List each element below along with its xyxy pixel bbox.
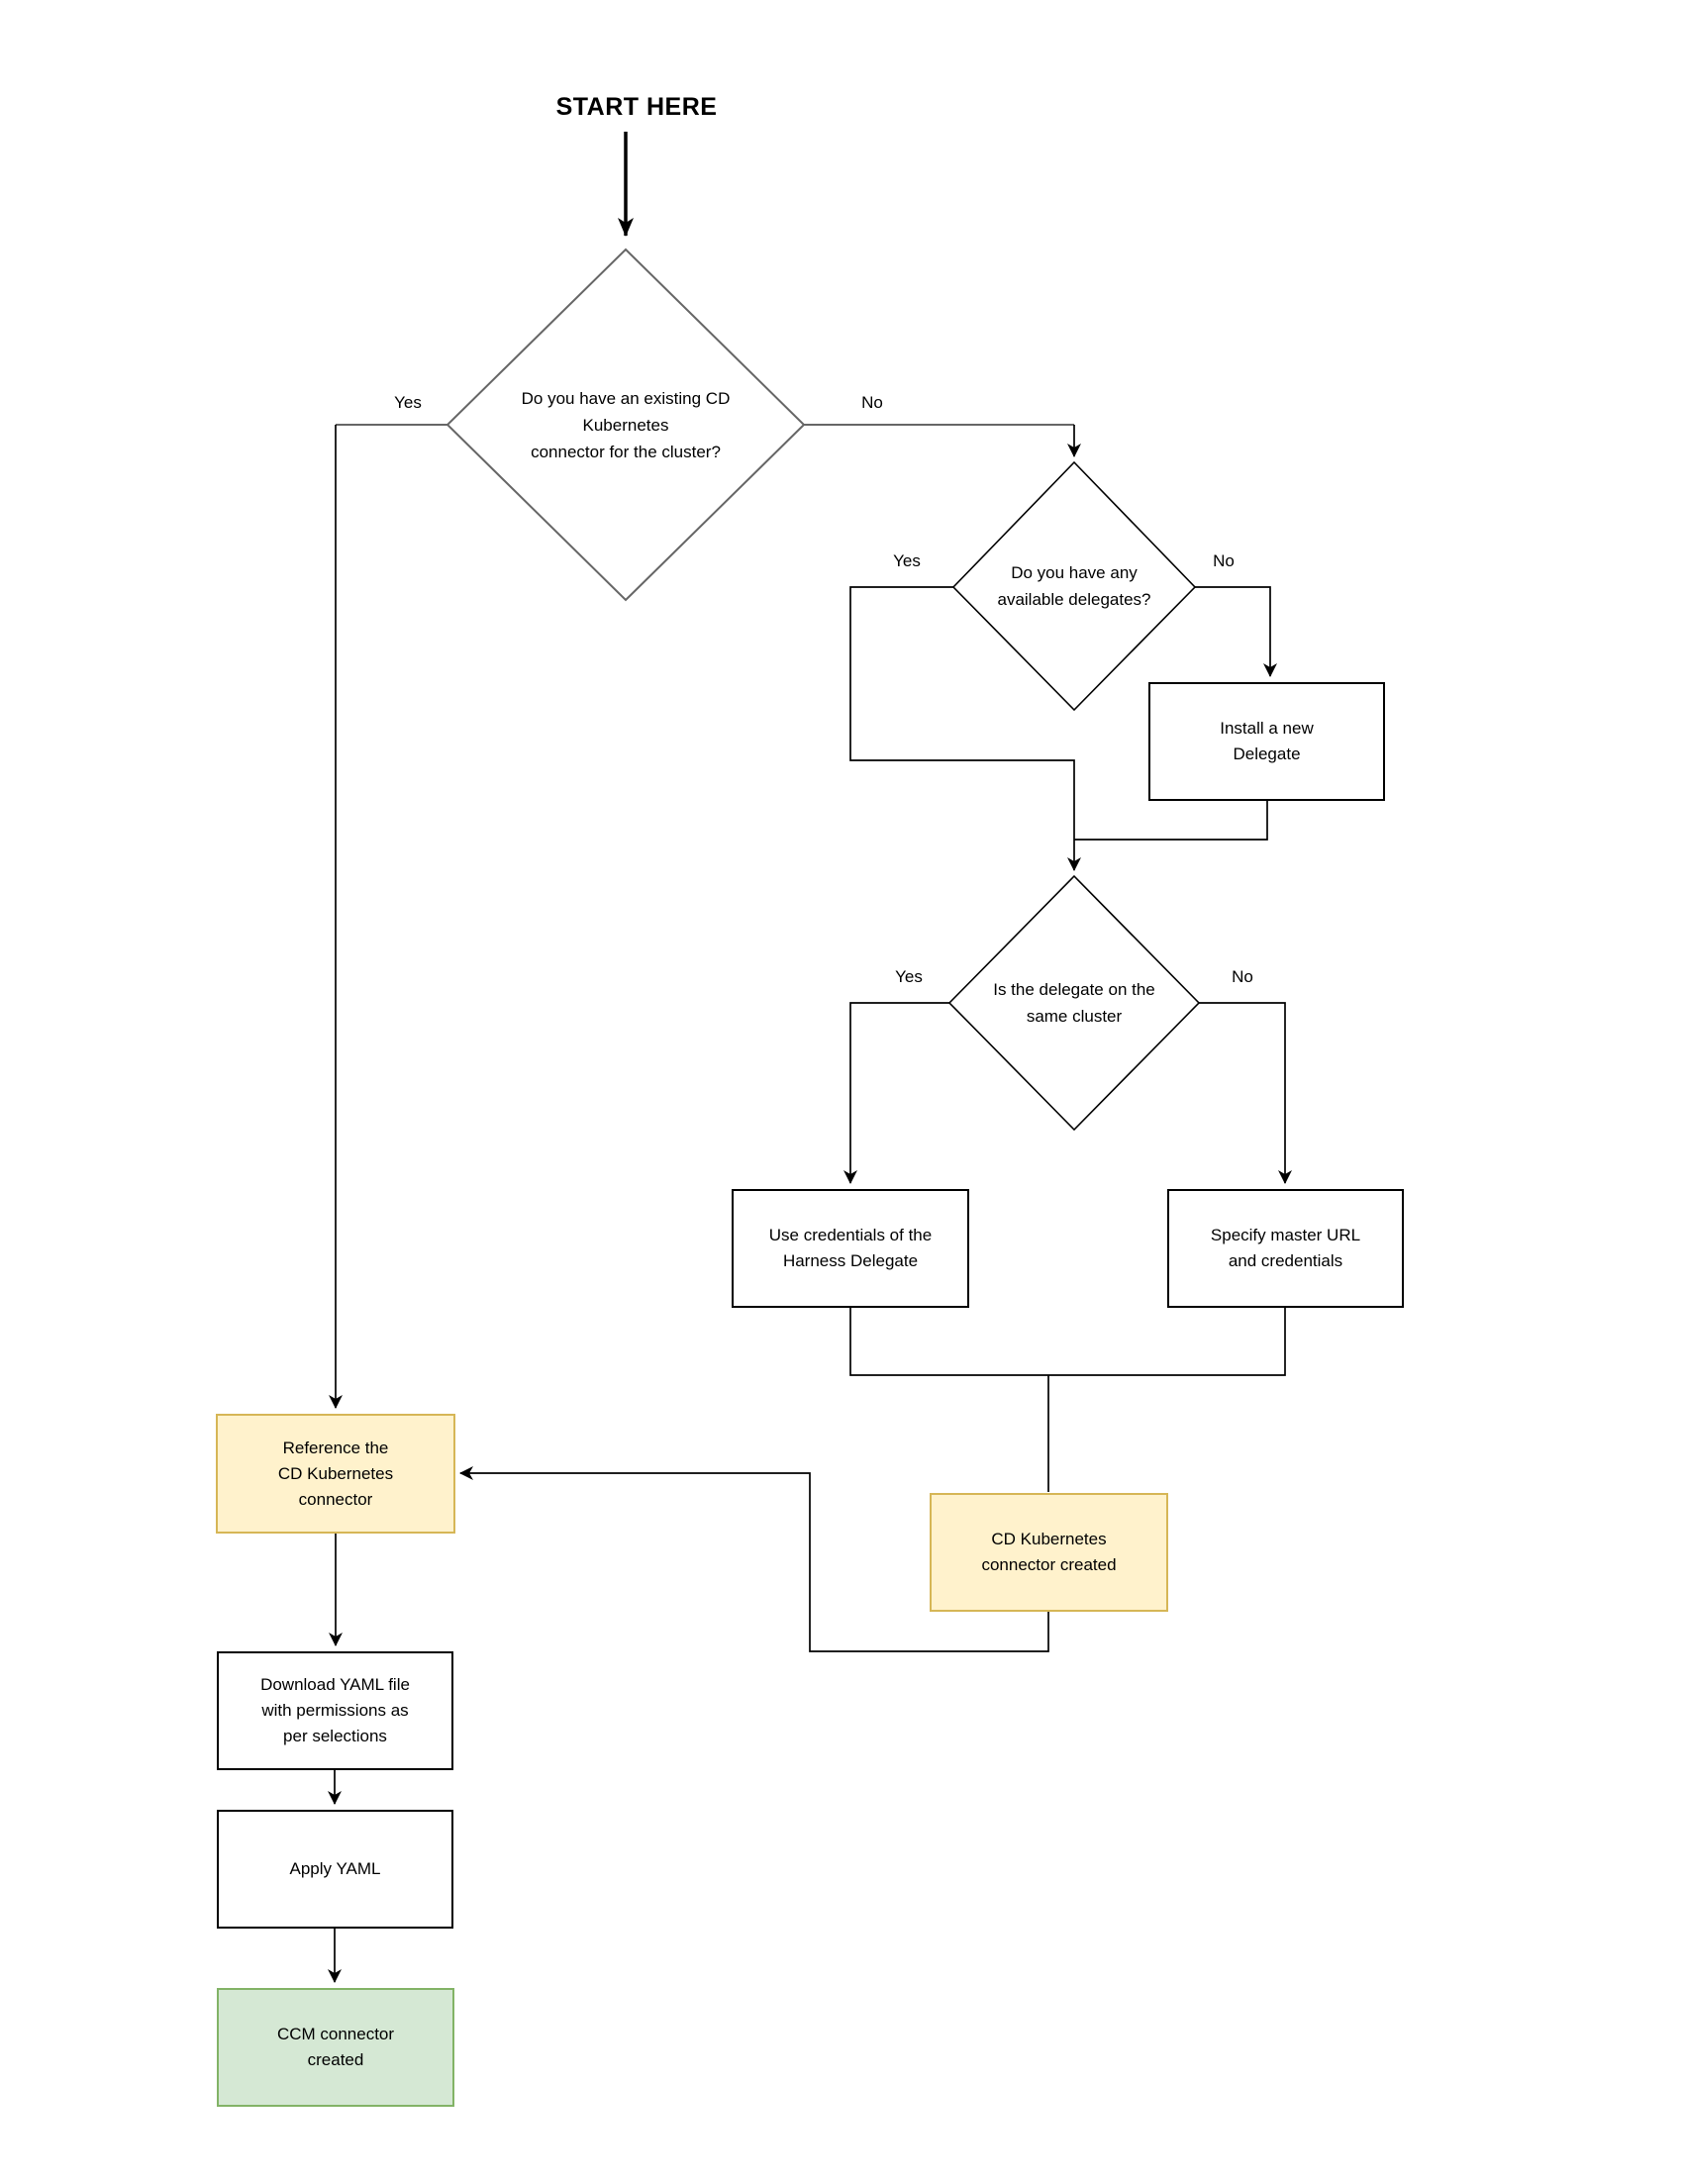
branch-label-delegate-same-cluster-no: No	[1232, 967, 1253, 986]
process-specify-master-url: Specify master URL and credentials	[1167, 1189, 1404, 1308]
process-apply-yaml: Apply YAML	[217, 1810, 453, 1929]
connector-cd-created-to-reference	[459, 1466, 1049, 1652]
process-install-new-delegate: Install a new Delegate	[1148, 682, 1385, 801]
connector-decision3-yes	[843, 1002, 949, 1184]
process-use-delegate-credentials: Use credentials of the Harness Delegate	[732, 1189, 969, 1308]
terminal-ccm-connector-created: CCM connector created	[217, 1988, 454, 2107]
connector-decision2-yes	[849, 586, 1081, 871]
process-reference-cd-connector: Reference the CD Kubernetes connector	[216, 1414, 455, 1534]
decision-delegate-same-cluster-shape	[947, 874, 1201, 1132]
connectors	[328, 132, 1292, 1983]
connector-install-out	[1074, 801, 1268, 841]
branch-label-existing-connector-yes: Yes	[394, 393, 422, 412]
terminal-cd-connector-created: CD Kubernetes connector created	[930, 1493, 1168, 1612]
process-download-yaml: Download YAML file with permissions as p…	[217, 1651, 453, 1770]
branch-label-existing-connector-no: No	[861, 393, 883, 412]
branch-label-available-delegates-no: No	[1213, 551, 1235, 570]
decision-available-delegates-shape	[951, 460, 1197, 712]
branch-label-available-delegates-yes: Yes	[893, 551, 921, 570]
connector-credentials-merge	[849, 1308, 1286, 1376]
branch-label-delegate-same-cluster-yes: Yes	[895, 967, 923, 986]
decision-existing-connector-shape	[446, 248, 806, 602]
connector-decision3-no	[1199, 1002, 1292, 1184]
start-here-title: START HERE	[555, 93, 718, 121]
connector-decision2-no	[1195, 586, 1277, 677]
